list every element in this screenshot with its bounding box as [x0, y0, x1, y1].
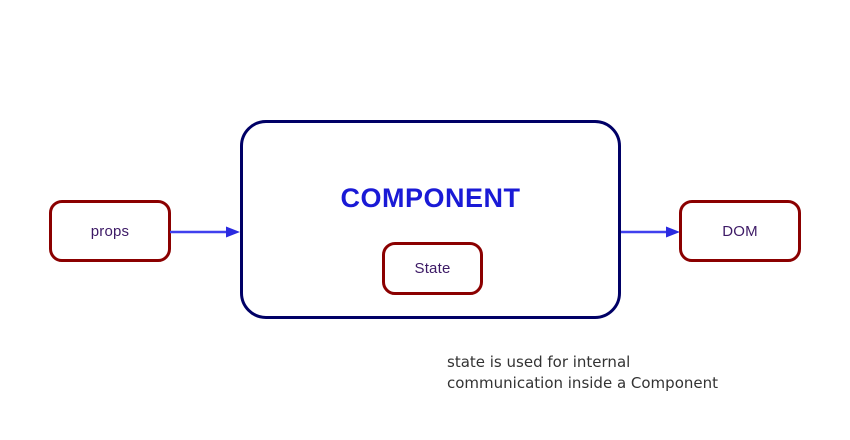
node-props-label: props — [90, 222, 130, 240]
node-props[interactable]: props — [49, 200, 171, 262]
node-state-label: State — [414, 260, 451, 277]
arrow-component-to-dom — [621, 224, 680, 238]
arrow-component-to-dom-icon — [621, 226, 680, 238]
node-dom[interactable]: DOM — [679, 200, 801, 262]
arrow-props-to-component — [170, 224, 240, 238]
arrow-props-to-component-icon — [170, 226, 240, 238]
diagram-caption: state is used for internal communication… — [447, 353, 718, 392]
node-component[interactable]: COMPONENT State — [240, 120, 621, 319]
node-state[interactable]: State — [382, 242, 483, 295]
node-dom-label: DOM — [722, 222, 758, 240]
component-title: COMPONENT — [340, 183, 521, 213]
